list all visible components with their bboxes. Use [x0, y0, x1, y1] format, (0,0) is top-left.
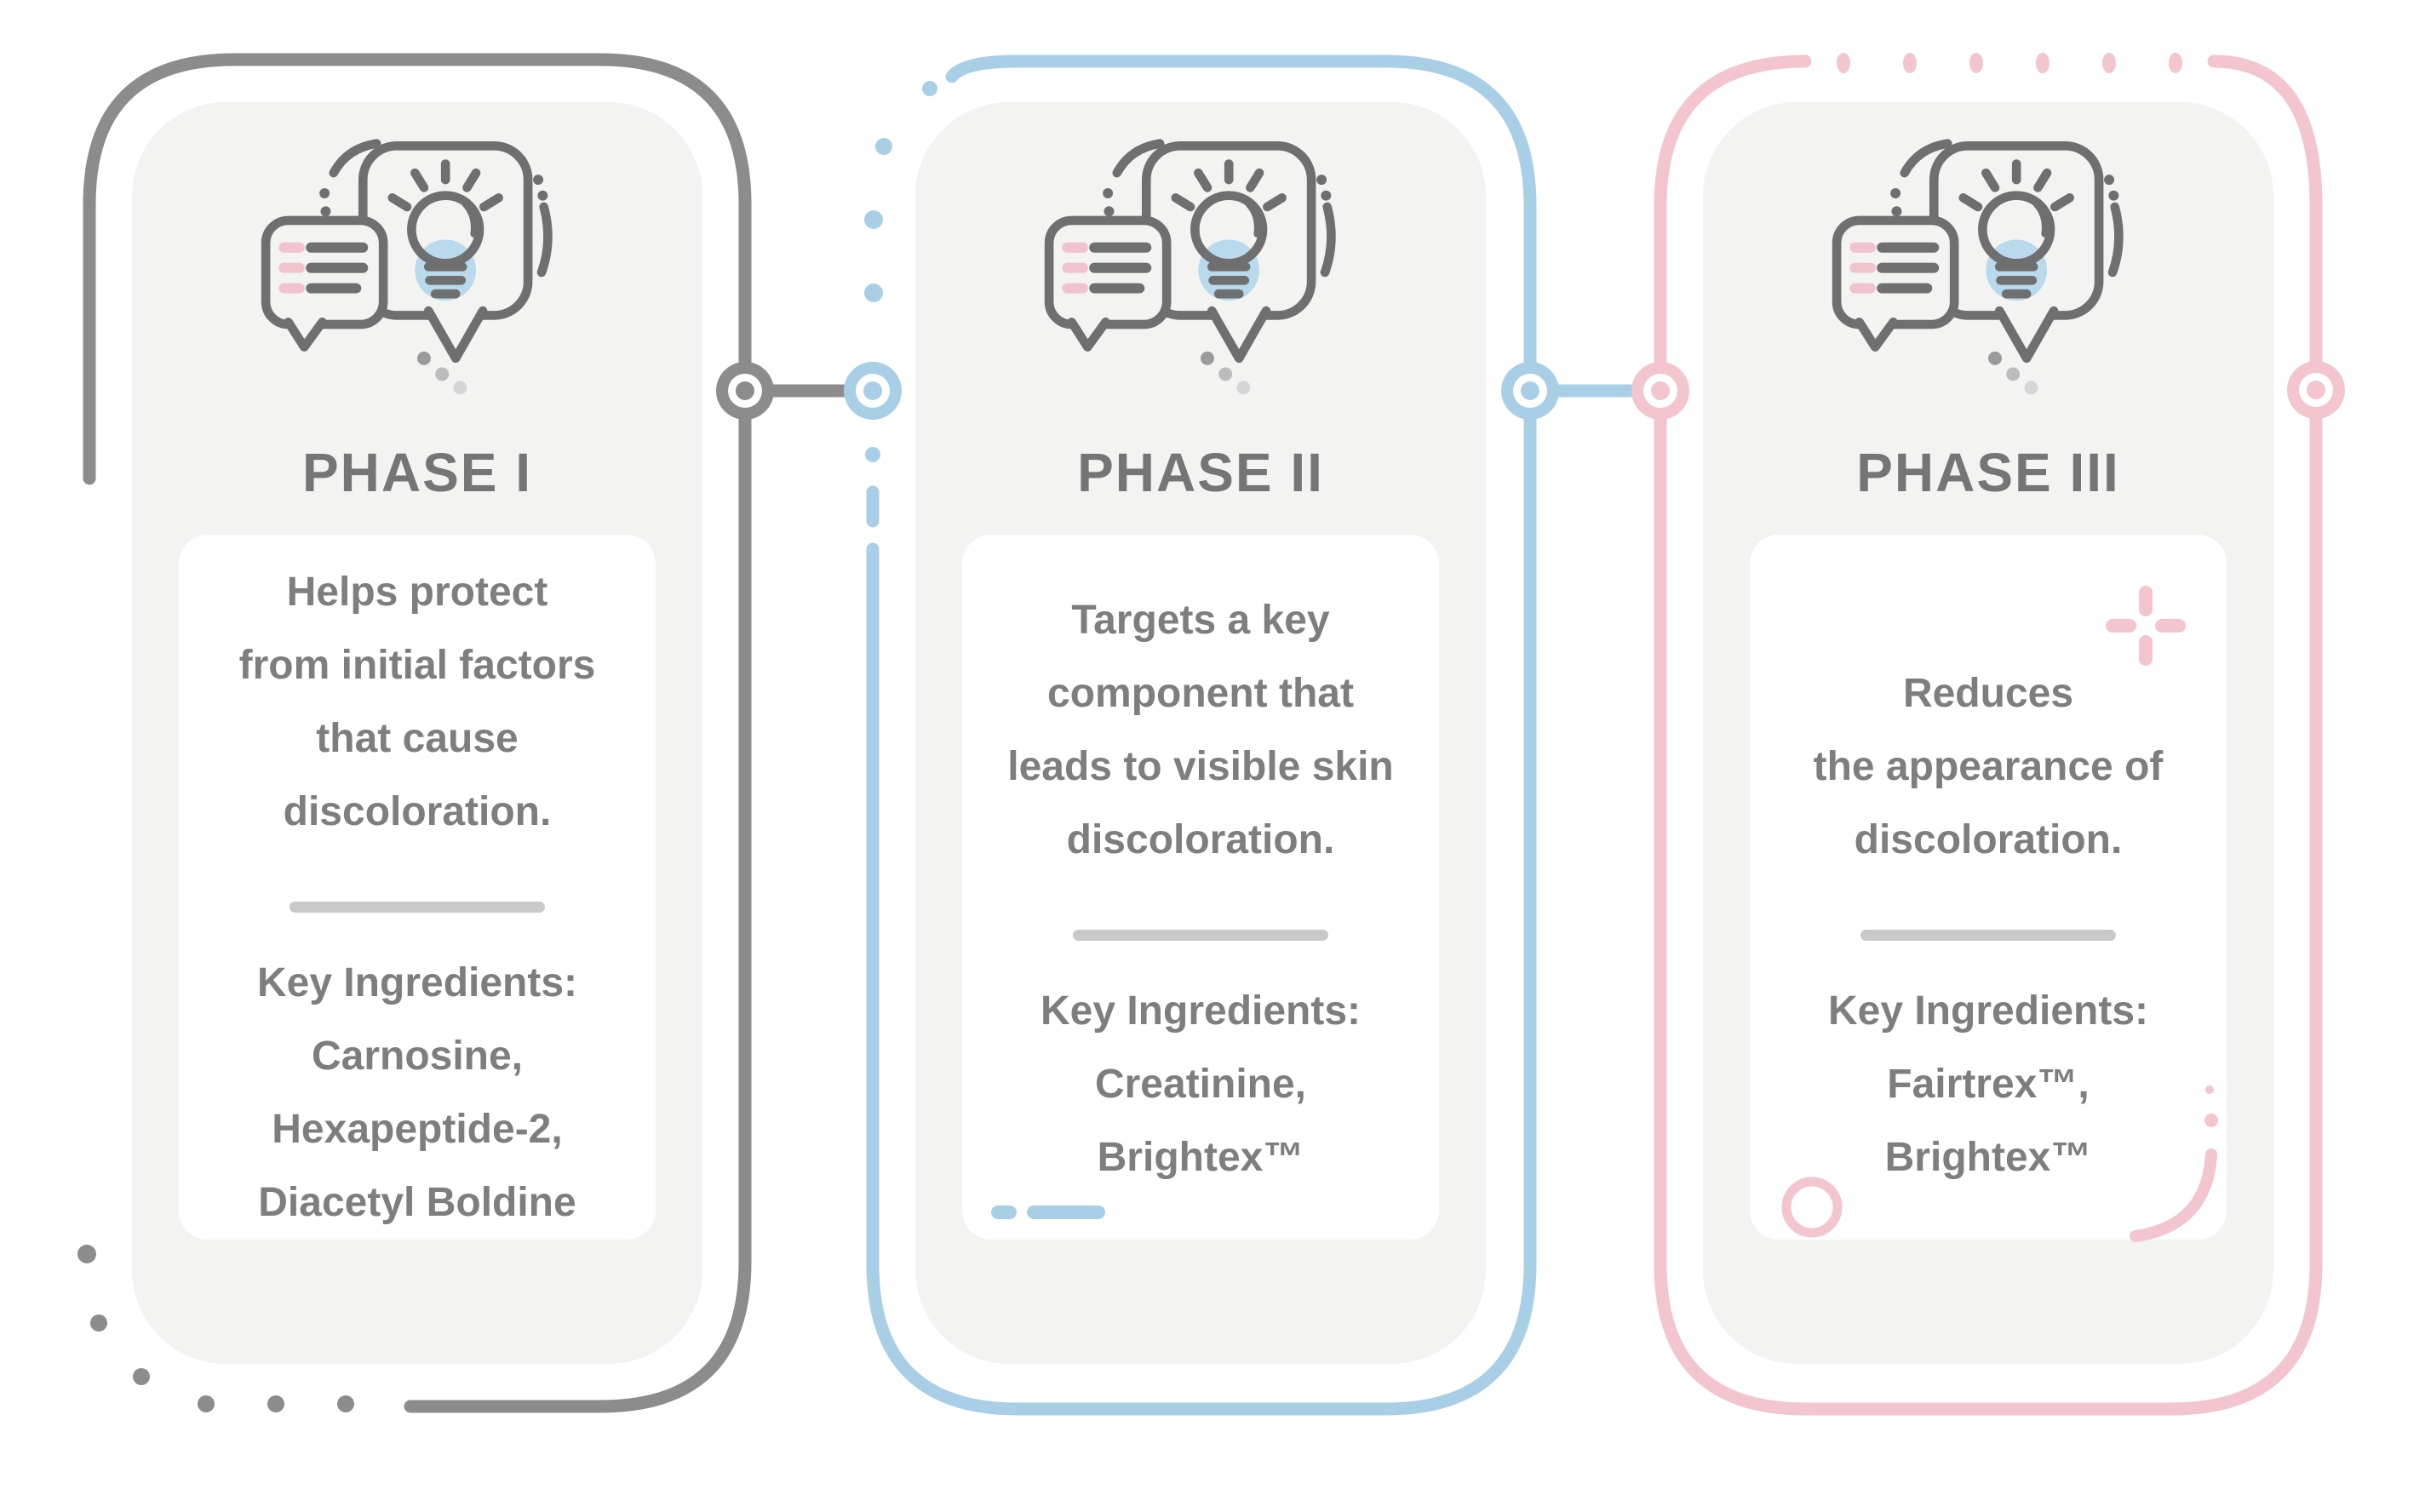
description-line: that cause — [316, 716, 519, 761]
ingredient-line: Fairtrex™, — [1887, 1062, 2090, 1107]
ingredient-line: Hexapeptide-2, — [272, 1107, 563, 1152]
phase3-ingredients: Key Ingredients: Fairtrex™, Brightex™ — [1828, 975, 2148, 1194]
phase1-ingredients: Key Ingredients: Carnosine, Hexapeptide-… — [257, 947, 577, 1240]
phase2-ring-right — [1501, 362, 1559, 420]
ingredient-line: Brightex™ — [1884, 1135, 2092, 1180]
chat-lightbulb-icon — [1830, 135, 2147, 397]
chat-lightbulb-icon — [1042, 135, 1359, 397]
phase2-card: PHASE II Targets a key component that le… — [915, 102, 1486, 1364]
phase1-ring — [716, 362, 774, 420]
phase1-description: Helps protect from initial factors that … — [239, 535, 596, 886]
description-line: Targets a key — [1071, 598, 1330, 643]
phase1-title: PHASE I — [301, 442, 533, 503]
phase2-ingredients: Key Ingredients: Creatinine, Brightex™ — [1041, 975, 1361, 1194]
phase3-top-dots — [1837, 53, 2182, 73]
phase3-detail-panel: Reduces the appearance of discoloration.… — [1750, 535, 2227, 1240]
phase1-detail-panel: Helps protect from initial factors that … — [179, 535, 656, 1240]
description-line: discoloration. — [1854, 817, 2123, 862]
phase3-title: PHASE III — [1856, 442, 2120, 503]
key-ingredients-label: Key Ingredients: — [1827, 988, 2149, 1034]
phase3-description: Reduces the appearance of discoloration. — [1814, 535, 2164, 914]
description-line: discoloration. — [1066, 817, 1335, 862]
phase3-ring-left — [1631, 362, 1689, 420]
description-line: Reduces — [1902, 671, 2074, 716]
ingredient-line: Brightex™ — [1097, 1135, 1304, 1180]
chat-lightbulb-icon — [259, 135, 576, 397]
phase2-ring-left — [844, 362, 902, 420]
divider — [1860, 930, 2116, 941]
key-ingredients-label: Key Ingredients: — [1040, 988, 1362, 1034]
divider — [290, 902, 545, 913]
description-line: from initial factors — [238, 643, 596, 688]
phase2-detail-panel: Targets a key component that leads to vi… — [962, 535, 1439, 1240]
phase2-description: Targets a key component that leads to vi… — [1007, 535, 1394, 914]
phase1-card: PHASE I Helps protect from initial facto… — [132, 102, 702, 1364]
divider — [1073, 930, 1328, 941]
description-line: discoloration. — [283, 789, 552, 834]
description-line: leads to visible skin — [1007, 744, 1394, 789]
description-line: component that — [1047, 671, 1354, 716]
ingredient-line: Diacetyl Boldine — [258, 1180, 576, 1225]
phase3-card: PHASE III Reduces the appearance of disc… — [1703, 102, 2273, 1364]
ingredient-line: Carnosine, — [311, 1034, 524, 1079]
key-ingredients-label: Key Ingredients: — [256, 960, 578, 1005]
ingredient-line: Creatinine, — [1094, 1062, 1307, 1107]
phase3-ring-right — [2287, 361, 2345, 419]
description-line: the appearance of — [1813, 744, 2164, 789]
phase2-title: PHASE II — [1077, 442, 1324, 503]
description-line: Helps protect — [286, 570, 548, 615]
